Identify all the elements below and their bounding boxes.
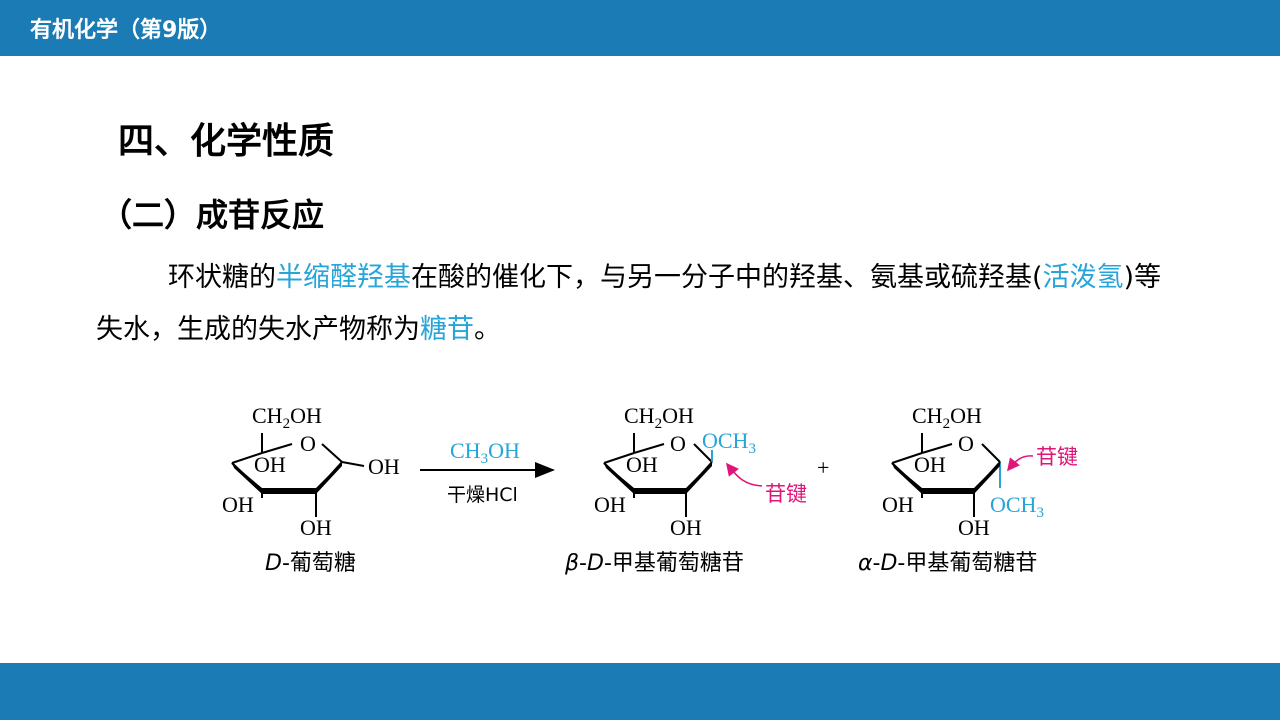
svg-text:OH: OH [626,452,658,477]
reaction-arrow: CH3OH 干燥HCl [420,438,555,506]
alpha-glycosidic-bond-label: 苷键 [1036,445,1078,469]
highlight-active-hydrogen: 活泼氢 [1042,262,1124,293]
svg-text:CH2OH: CH2OH [624,403,694,432]
beta-glycoside-structure: CH2OH O OCH3 OH OH OH 苷键 β-D-甲基葡萄糖苷 [564,403,807,576]
book-title: 有机化学（第9版） [30,18,222,43]
header-bar: 有机化学（第9版） [0,0,1280,56]
subsection-title: （二）成苷反应 [100,196,325,234]
alpha-glycoside-caption: α-D-甲基葡萄糖苷 [858,551,1037,576]
para-text-4: 。 [474,314,501,345]
svg-text:OH: OH [914,452,946,477]
svg-text:OH: OH [368,454,400,479]
beta-methoxy-group: OCH3 [702,428,756,457]
glucose-ring-oxygen: O [300,431,316,456]
para-text-3: )等失水，生成的失水产物称为 [96,262,1162,345]
highlight-hemiacetal-hydroxyl: 半缩醛羟基 [276,262,411,293]
para-text-2: 在酸的催化下，与另一分子中的羟基、氨基或硫羟基( [411,262,1043,293]
reagent-methanol: CH3OH [450,438,520,467]
svg-text:CH2OH: CH2OH [912,403,982,432]
svg-text:O: O [958,431,974,456]
beta-glycoside-caption: β-D-甲基葡萄糖苷 [564,551,744,576]
reaction-diagram: CH2OH O OH OH OH OH D-葡萄糖 CH3OH 干燥HCl CH… [222,403,1078,576]
glucose-structure: CH2OH O OH OH OH OH D-葡萄糖 [222,403,400,576]
alpha-methoxy-group: OCH3 [990,492,1044,521]
svg-text:CH2OH: CH2OH [252,403,322,432]
svg-text:OH: OH [254,452,286,477]
svg-text:OH: OH [594,492,626,517]
reaction-condition: 干燥HCl [447,484,518,506]
body-paragraph: 环状糖的半缩醛羟基在酸的催化下，与另一分子中的羟基、氨基或硫羟基(活泼氢)等失水… [96,252,1186,356]
svg-text:O: O [670,431,686,456]
section-title: 四、化学性质 [118,121,335,162]
para-text-1: 环状糖的 [168,262,276,293]
svg-text:OH: OH [670,515,702,540]
beta-glycosidic-bond-label: 苷键 [765,482,807,506]
highlight-glycoside: 糖苷 [420,314,474,345]
footer-bar [0,663,1280,720]
svg-text:OH: OH [882,492,914,517]
alpha-glycoside-structure: CH2OH O OCH3 OH OH OH 苷键 α-D-甲基葡萄糖苷 [858,403,1078,576]
svg-text:OH: OH [958,515,990,540]
svg-text:OH: OH [300,515,332,540]
glucose-caption: D-葡萄糖 [265,551,356,576]
svg-text:OH: OH [222,492,254,517]
plus-sign: + [817,455,829,480]
